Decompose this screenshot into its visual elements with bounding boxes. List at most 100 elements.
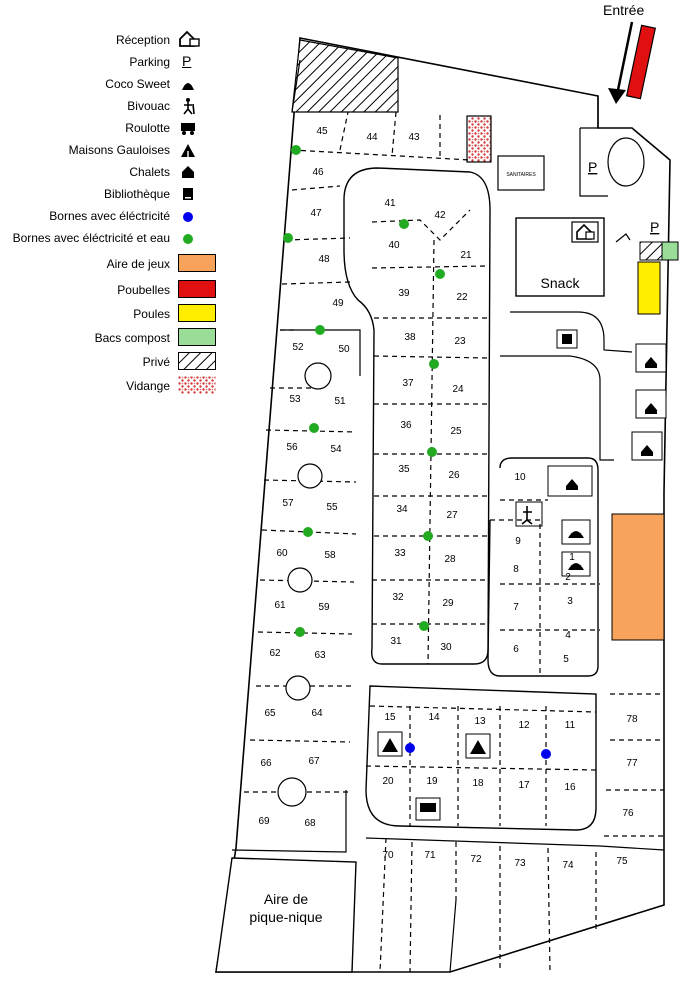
legend-label: Bornes avec éléctricité et eau [12, 231, 170, 245]
house-icon [178, 162, 218, 184]
lot-number: 43 [408, 132, 420, 143]
lot-number: 77 [626, 758, 638, 769]
block-right [487, 457, 599, 677]
legend-item-prive: Privé [0, 352, 225, 374]
lot-number: 58 [324, 550, 336, 561]
legend-label: Chalets [129, 165, 170, 179]
central-island [343, 167, 491, 665]
legend-item-roulotte: Roulotte [0, 118, 225, 140]
legend-label: Roulotte [125, 121, 170, 135]
lot-number: 52 [292, 342, 304, 353]
legend-label: Coco Sweet [105, 77, 170, 91]
lot-number: 14 [428, 712, 440, 723]
lot-number: 76 [622, 808, 634, 819]
legend-label: Parking [129, 55, 170, 69]
legend-swatch [178, 328, 218, 350]
lot-number: 69 [258, 816, 270, 827]
dotted-red [178, 376, 218, 398]
legend-item-poubelles: Poubelles [0, 280, 225, 302]
lot-number: 47 [310, 208, 322, 219]
tent-icon [470, 740, 486, 754]
legend-label: Bivouac [127, 99, 170, 113]
hiker-icon [521, 506, 533, 525]
blue-dot [178, 206, 218, 228]
lot-labels: 1234567891011121314151617181920212223242… [258, 126, 638, 871]
lot-number: 44 [366, 132, 378, 143]
lot-number: 16 [564, 782, 576, 793]
legend-item-borne_ee: Bornes avec éléctricité et eau [0, 228, 225, 250]
private-area [291, 39, 399, 113]
lot-number: 65 [264, 708, 276, 719]
lot-number: 3 [567, 596, 573, 607]
coco-sweet-icon [568, 531, 584, 538]
picnic-label-line2: pique-nique [249, 909, 322, 925]
legend-label: Maisons Gauloises [68, 143, 170, 157]
reception-icon [178, 30, 218, 52]
house-icon [641, 445, 653, 456]
legend-label: Bornes avec éléctricité [49, 209, 170, 223]
lot-number: 6 [513, 644, 519, 655]
legend-label: Vidange [126, 379, 170, 393]
lot-number: 42 [434, 210, 446, 221]
lot-number: 29 [442, 598, 454, 609]
lot-number: 71 [424, 850, 436, 861]
legend-swatch [178, 280, 218, 302]
lot-number: 63 [314, 650, 326, 661]
legend-label: Privé [142, 355, 170, 369]
lot-number: 7 [513, 602, 519, 613]
wagon-icon [420, 803, 436, 812]
legend-label: Réception [115, 33, 170, 47]
lot-number: 23 [454, 336, 466, 347]
snack-label: Snack [541, 275, 581, 291]
lot-number: 70 [382, 850, 394, 861]
bottom-strip [365, 837, 665, 973]
vidange-area [466, 115, 492, 163]
legend-label: Aire de jeux [106, 257, 170, 271]
lot-number: 25 [450, 426, 462, 437]
legend-item-parking: Parking P [0, 52, 225, 74]
lot-number: 49 [332, 298, 344, 309]
wagon-icon [178, 118, 218, 140]
coco-sweet-icon [178, 74, 218, 96]
lot-number: 9 [515, 536, 521, 547]
lot-number: 24 [452, 384, 464, 395]
lot-number: 8 [513, 564, 519, 575]
legend-item-gauloises: Maisons Gauloises [0, 140, 225, 162]
legend-item-borne_e: Bornes avec éléctricité [0, 206, 225, 228]
chalet-box-10 [547, 465, 593, 497]
lot-number: 61 [274, 600, 286, 611]
sanitaires-building [497, 155, 545, 191]
lot-number: 56 [286, 442, 298, 453]
legend-item-reception: Réception [0, 30, 225, 52]
lot-number: 2 [565, 572, 571, 583]
legend-item-bivouac: Bivouac [0, 96, 225, 118]
lot-number: 28 [444, 554, 456, 565]
lot-number: 4 [565, 630, 571, 641]
bornes-electricite [405, 743, 551, 759]
lot-number: 51 [334, 396, 346, 407]
legend-item-chalets: Chalets [0, 162, 225, 184]
picnic-label-line1: Aire de [264, 891, 309, 907]
bornes-electricite-eau [283, 145, 445, 637]
lot-number: 30 [440, 642, 452, 653]
P: P [182, 53, 192, 69]
lot-number: 38 [404, 332, 416, 343]
book-icon [178, 184, 218, 206]
legend-item-biblio: Bibliothèque [0, 184, 225, 206]
legend-swatch [178, 254, 218, 276]
playground [611, 513, 665, 641]
legend-label: Poules [133, 307, 170, 321]
lot-number: 40 [388, 240, 400, 251]
legend-item-poules: Poules [0, 304, 225, 326]
lot-number: 73 [514, 858, 526, 869]
legend-label: Poubelles [117, 283, 170, 297]
coco-sweet-symbol [615, 233, 631, 243]
entrance-label: Entrée [603, 2, 644, 18]
compost-area [661, 241, 679, 261]
legend-item-jeux: Aire de jeux [0, 254, 225, 276]
coco-sweet-icon [568, 563, 584, 570]
lot-number: 34 [396, 504, 408, 515]
lot-number: 12 [518, 720, 530, 731]
hiker-icon [178, 96, 218, 118]
road-snack-lower [500, 355, 614, 461]
